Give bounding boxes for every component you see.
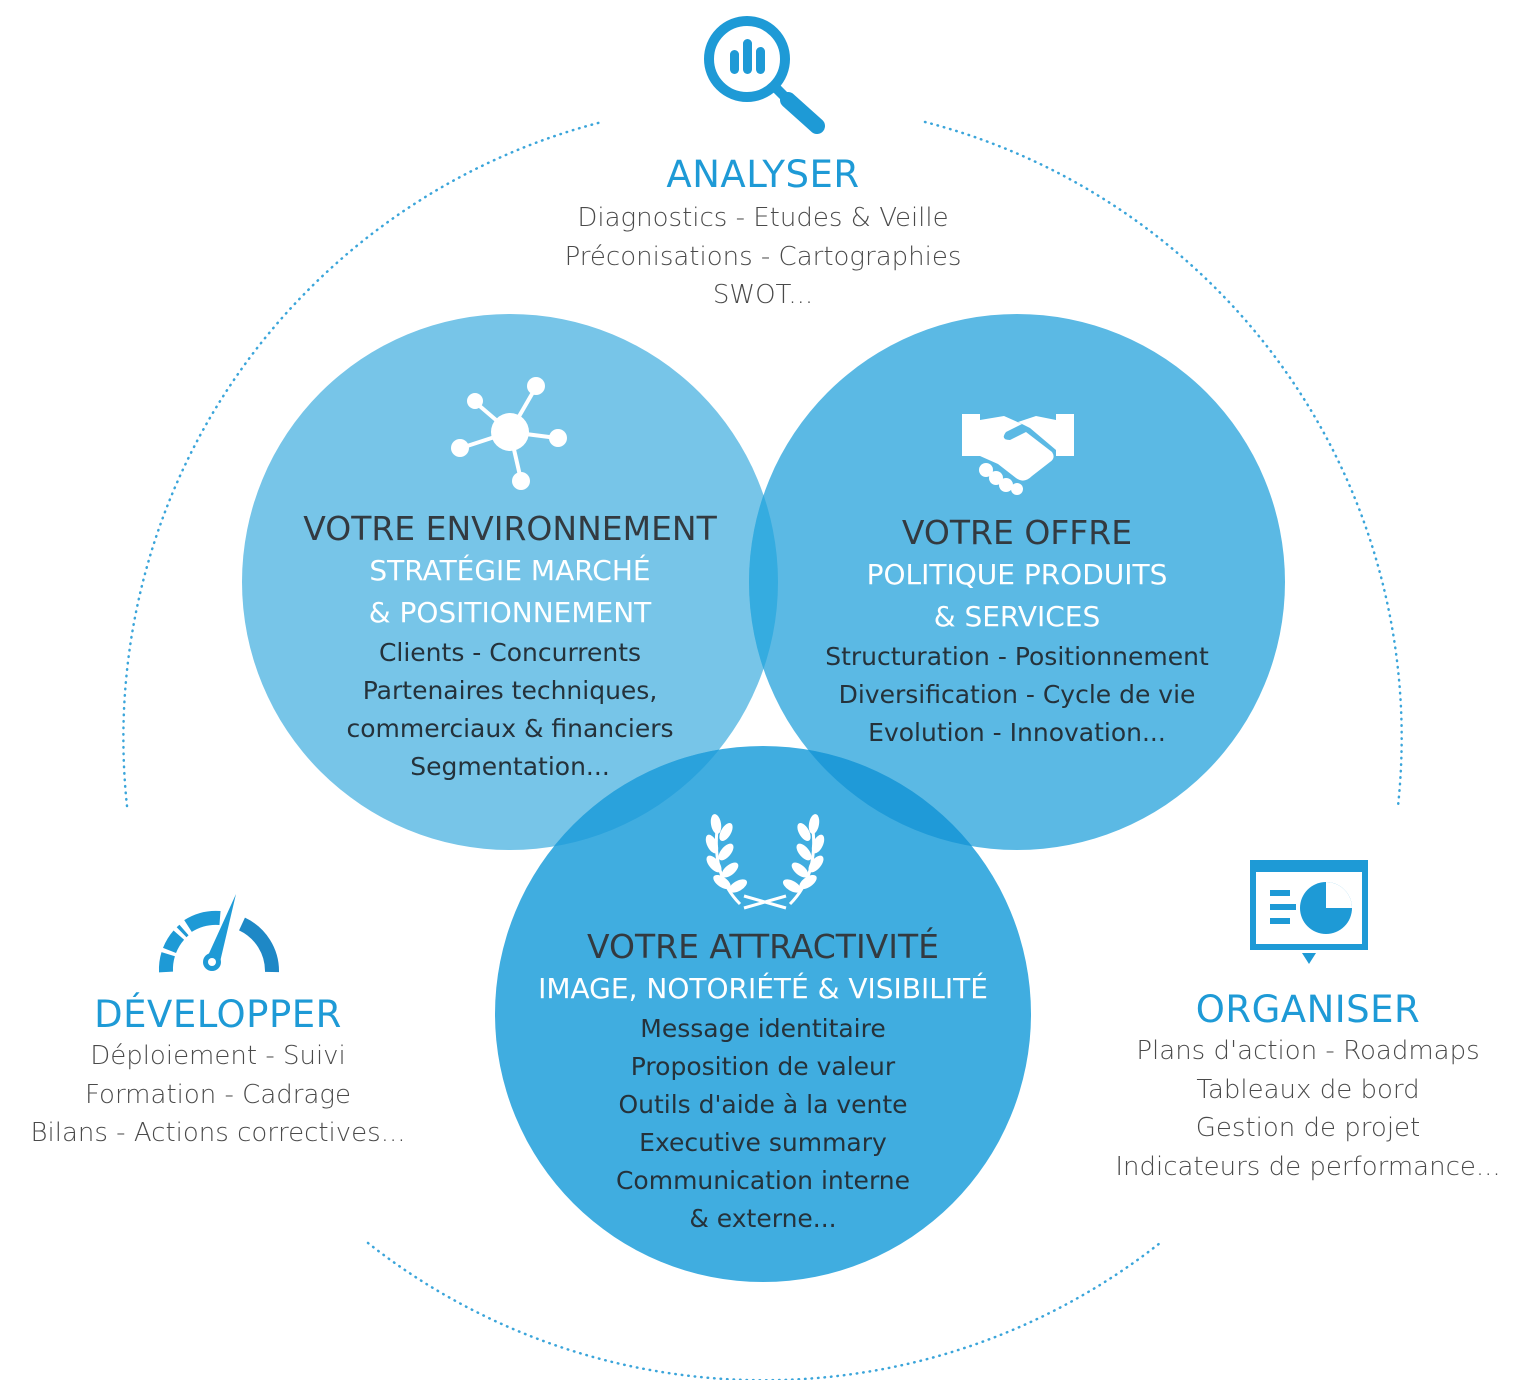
organiser-line: Gestion de projet <box>1195 1113 1421 1143</box>
environnement-title: VOTRE ENVIRONNEMENT <box>303 509 717 548</box>
attractivite-line: Message identitaire <box>640 1014 886 1043</box>
analyser-line: Diagnostics - Etudes & Veille <box>577 203 949 233</box>
analyser-title: ANALYSER <box>666 153 860 196</box>
organiser-line: Plans d'action - Roadmaps <box>1136 1036 1480 1066</box>
developper-block: DÉVELOPPER Déploiement - Suivi Formation… <box>30 993 405 1153</box>
offre-subtitle: & SERVICES <box>933 600 1101 633</box>
offre-line: Structuration - Positionnement <box>825 642 1209 671</box>
attractivite-line: Executive summary <box>639 1128 887 1157</box>
attractivite-block: VOTRE ATTRACTIVITÉ IMAGE, NOTORIÉTÉ & VI… <box>538 926 988 1238</box>
circle-environnement <box>242 314 778 850</box>
analyser-line: SWOT... <box>712 280 814 310</box>
environnement-line: commerciaux & financiers <box>346 714 674 743</box>
laurel-wreath-icon <box>700 804 830 912</box>
organiser-title: ORGANISER <box>1195 988 1421 1031</box>
outer-ring-top-right <box>923 120 1403 808</box>
attractivite-subtitle: IMAGE, NOTORIÉTÉ & VISIBILITÉ <box>538 972 988 1005</box>
offre-title: VOTRE OFFRE <box>901 513 1133 552</box>
attractivite-title: VOTRE ATTRACTIVITÉ <box>587 927 939 966</box>
offre-line: Diversification - Cycle de vie <box>838 680 1196 709</box>
analyser-line: Préconisations - Cartographies <box>564 241 962 272</box>
magnifier-chart-icon <box>702 14 828 134</box>
organiser-line: Indicateurs de performance... <box>1115 1151 1501 1182</box>
analyser-block: ANALYSER Diagnostics - Etudes & Veille P… <box>565 153 962 315</box>
organiser-line: Tableaux de bord <box>1196 1074 1420 1105</box>
presentation-board-icon <box>1250 860 1368 970</box>
offre-subtitle: POLITIQUE PRODUITS <box>866 558 1168 591</box>
attractivite-line: Outils d'aide à la vente <box>618 1090 908 1119</box>
developper-line: Déploiement - Suivi <box>90 1041 346 1071</box>
offre-block: VOTRE OFFRE POLITIQUE PRODUITS & SERVICE… <box>825 512 1209 752</box>
outer-ring-top-left <box>122 120 604 808</box>
developper-title: DÉVELOPPER <box>94 993 342 1036</box>
developper-line: Bilans - Actions correctives... <box>30 1118 406 1148</box>
offre-line: Evolution - Innovation... <box>868 718 1166 747</box>
environnement-subtitle: STRATÉGIE MARCHÉ <box>369 554 651 587</box>
environnement-line: Clients - Concurrents <box>378 638 642 667</box>
attractivite-line: Proposition de valeur <box>630 1052 896 1081</box>
developper-line: Formation - Cadrage <box>85 1079 351 1110</box>
network-nodes-icon <box>446 372 576 497</box>
attractivite-line: & externe... <box>689 1204 837 1233</box>
circle-attractivite <box>495 746 1031 1282</box>
environnement-block: VOTRE ENVIRONNEMENT STRATÉGIE MARCHÉ & P… <box>303 508 717 786</box>
environnement-subtitle: & POSITIONNEMENT <box>368 596 652 629</box>
handshake-icon <box>960 410 1076 496</box>
speedometer-icon <box>154 890 284 976</box>
environnement-line: Partenaires techniques, <box>362 676 658 705</box>
circle-offre <box>749 314 1285 850</box>
attractivite-line: Communication interne <box>615 1166 911 1195</box>
organiser-block: ORGANISER Plans d'action - Roadmaps Tabl… <box>1115 988 1500 1186</box>
environnement-line: Segmentation... <box>410 752 610 781</box>
